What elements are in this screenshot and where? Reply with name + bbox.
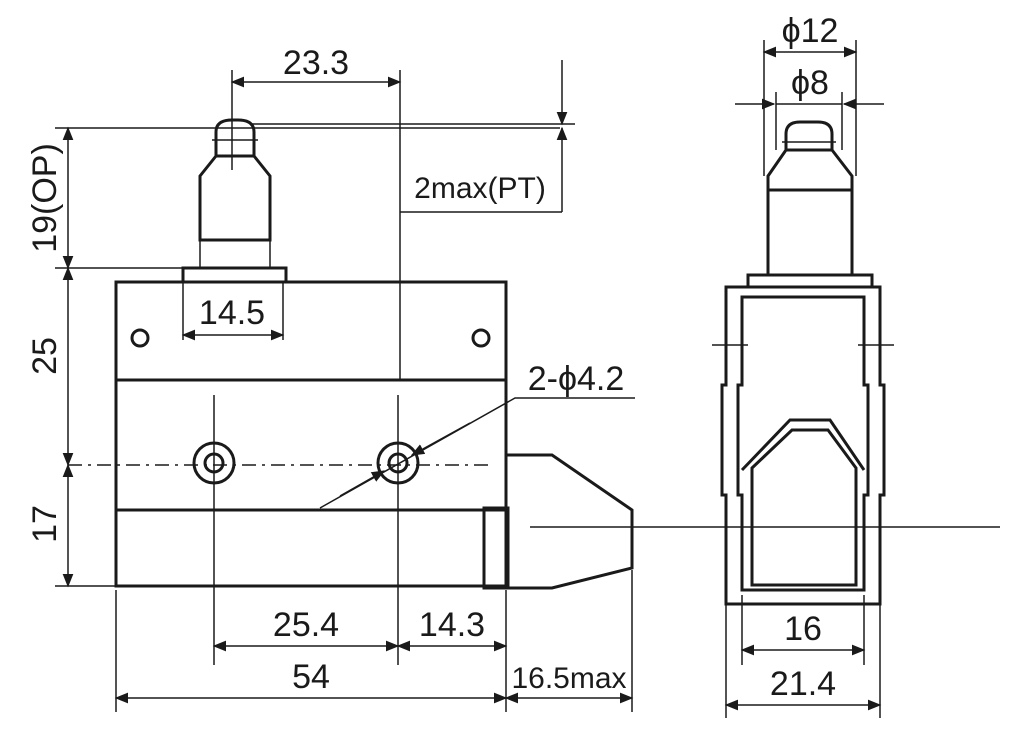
dim-outer-diameter: ϕ12 <box>782 12 839 50</box>
cable-cap <box>482 453 634 590</box>
switch-body <box>114 280 508 588</box>
dim-body-top: 25 <box>26 337 64 375</box>
dim-operating-position: 19(OP) <box>26 143 64 253</box>
corner-hole-left <box>130 328 150 348</box>
side-plunger <box>746 120 874 289</box>
dim-body-bottom: 17 <box>26 505 64 543</box>
dim-pretravel: 2max(PT) <box>414 172 546 205</box>
side-body <box>712 285 894 606</box>
dim-inner-diameter: ϕ8 <box>791 64 829 102</box>
dim-hole-to-edge: 14.3 <box>419 606 485 644</box>
dim-hole-pitch: 25.4 <box>273 606 339 644</box>
front-view: 23.3 2max(PT) 19(OP) 25 17 14.5 2-ϕ4.2 2… <box>26 44 1000 712</box>
dim-outer-width: 21.4 <box>770 665 836 703</box>
dim-overall-width: 54 <box>292 658 330 696</box>
dim-plunger-offset: 23.3 <box>283 44 349 82</box>
side-view: ϕ12 ϕ8 16 21.4 <box>712 12 894 718</box>
dim-inner-width: 16 <box>784 610 822 648</box>
corner-hole-right <box>471 328 491 348</box>
plunger <box>181 118 288 284</box>
dim-mount-holes: 2-ϕ4.2 <box>528 360 625 398</box>
dim-cap-length: 16.5max <box>511 662 626 695</box>
dim-plunger-base: 14.5 <box>199 294 265 332</box>
